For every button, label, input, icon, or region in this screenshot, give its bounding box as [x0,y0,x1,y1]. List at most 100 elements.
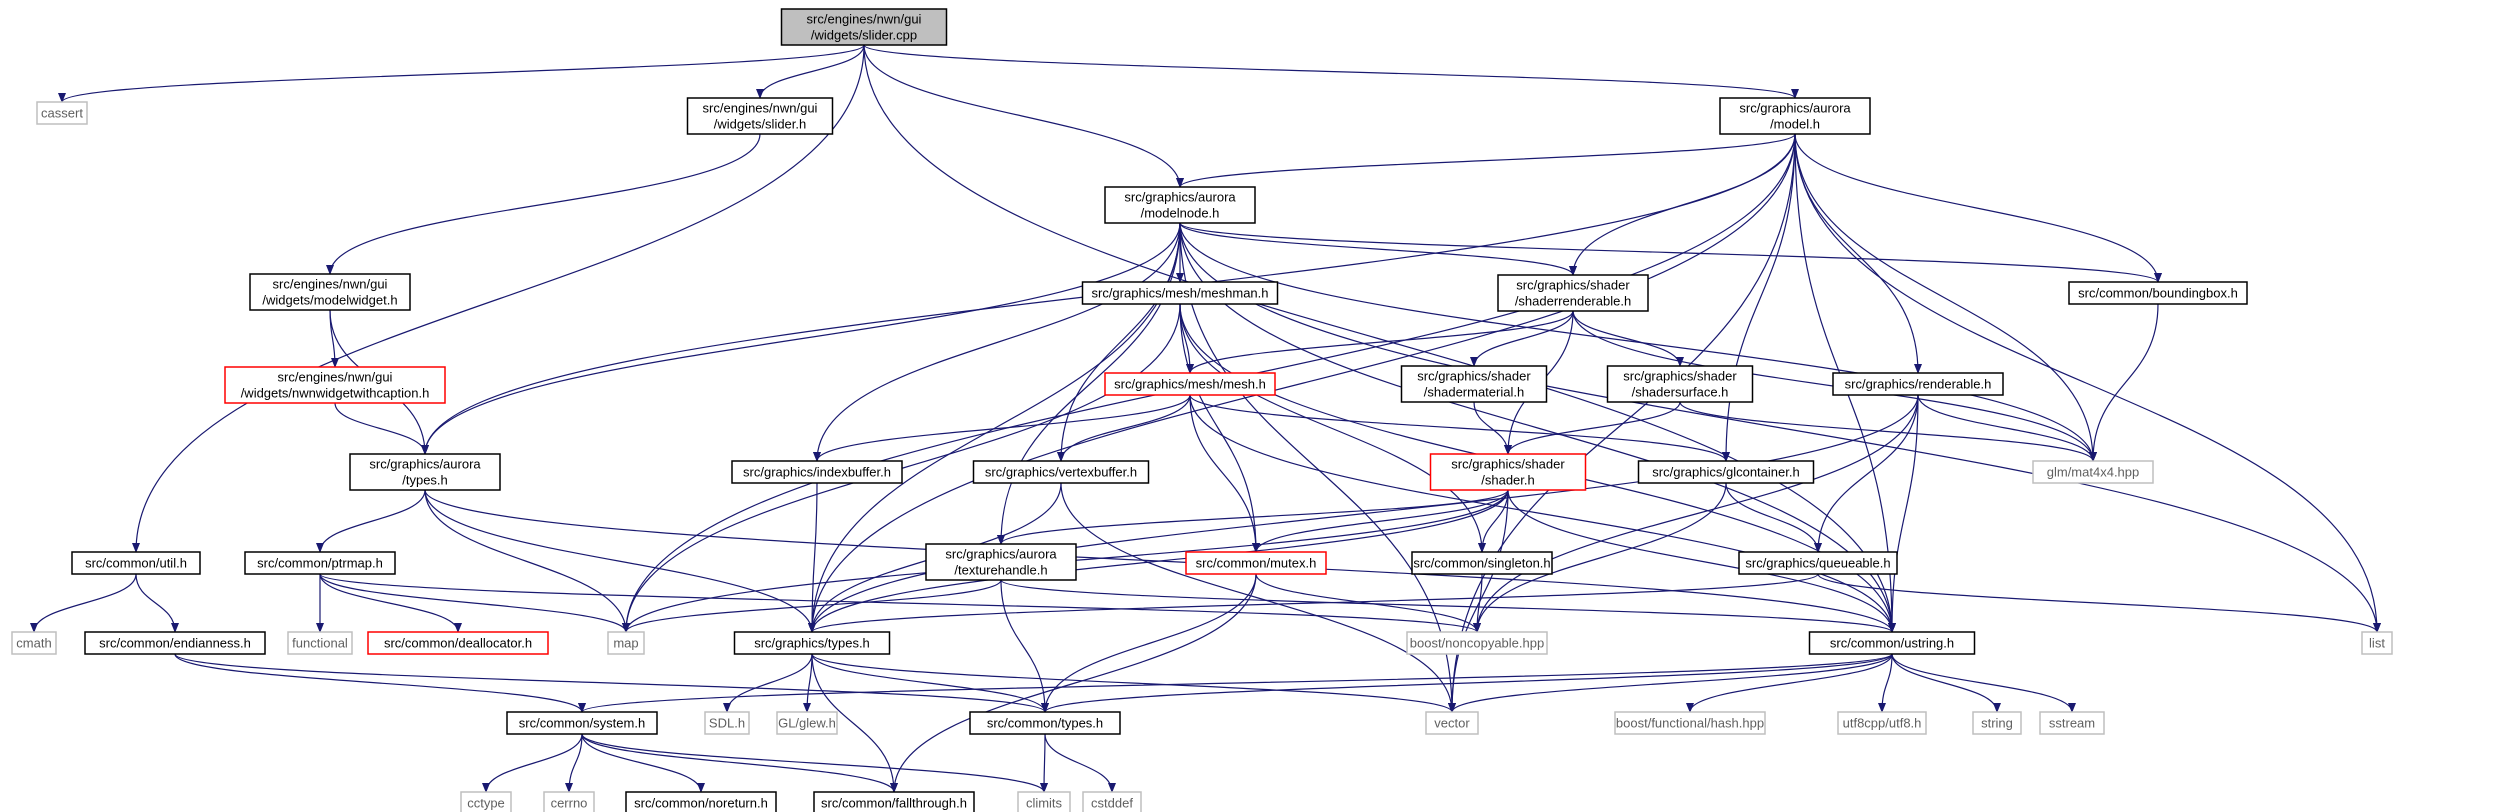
node-box [2032,460,2154,484]
edge-modelnode_h-to-glm_mat4x4 [1179,222,2097,462]
node-modelnode_h[interactable]: src/graphics/aurora/modelnode.h [1104,186,1256,224]
node-box [733,631,891,655]
edge-system_h-to-cerrno [565,733,583,793]
node-renderable_h[interactable]: src/graphics/renderable.h [1832,372,2004,396]
node-label-line: /shadermaterial.h [1424,385,1524,400]
edge-meshman_h-to-mutex_h [1179,303,1260,553]
node-vector: vector [1425,711,1479,735]
node-box [367,631,549,655]
edge-aurora_types_h-to-ustring_h [424,489,1896,633]
node-slider_cpp[interactable]: src/engines/nwn/gui/widgets/slider.cpp [780,8,948,46]
node-fallthrough_h[interactable]: src/common/fallthrough.h [813,791,975,812]
edge-graphics_types_h-to-vector [811,653,1456,713]
edge-modelnode_h-to-aurora_types_h [421,222,1181,455]
node-mesh_h[interactable]: src/graphics/mesh/mesh.h [1104,372,1276,396]
node-shaderrenderable_h[interactable]: src/graphics/shader/shaderrenderable.h [1497,274,1649,312]
node-label-line: src/common/singleton.h [1413,556,1550,571]
node-label-line: cmath [16,636,51,651]
node-label-line: GL/glew.h [778,716,836,731]
edge-shader_h-to-mutex_h [1252,489,1509,553]
node-label-line: utf8cpp/utf8.h [1843,716,1922,731]
node-label-line: src/graphics/aurora [1124,190,1236,205]
edge-ptrmap_h-to-boost_noncopyable [319,573,1481,633]
edge-modelnode_h-to-shaderrenderable_h [1179,222,1577,276]
node-nwnwidgetwithcaption_h[interactable]: src/engines/nwn/gui/widgets/nwnwidgetwit… [224,366,446,404]
node-slider_h[interactable]: src/engines/nwn/gui/widgets/slider.h [686,97,834,135]
edge-boundingbox_h-to-glm_mat4x4 [2089,303,2159,462]
node-texturehandle_h[interactable]: src/graphics/aurora/texturehandle.h [925,543,1077,581]
node-label-line: /widgets/slider.cpp [811,28,917,43]
node-label-line: src/graphics/shader [1623,369,1737,384]
node-glcontainer_h[interactable]: src/graphics/glcontainer.h [1637,460,1815,484]
node-label-line: /model.h [1770,117,1820,132]
node-label-line: src/engines/nwn/gui [278,370,393,385]
node-queueable_h[interactable]: src/graphics/queueable.h [1738,551,1898,575]
node-noreturn_h[interactable]: src/common/noreturn.h [625,791,777,812]
node-modelwidget_h[interactable]: src/engines/nwn/gui/widgets/modelwidget.… [249,273,411,311]
node-label-line: list [2369,636,2385,651]
edge-mesh_h-to-mutex_h [1189,394,1260,553]
node-box [969,711,1121,735]
node-shadersurface_h[interactable]: src/graphics/shader/shadersurface.h [1606,365,1754,403]
node-ustring_h[interactable]: src/common/ustring.h [1808,631,1976,655]
node-label-line: src/common/mutex.h [1196,556,1317,571]
node-label-line: /types.h [402,473,448,488]
node-cassert: cassert [36,101,88,125]
node-label-line: /widgets/modelwidget.h [262,293,397,308]
node-sstream: sstream [2039,711,2105,735]
node-util_h[interactable]: src/common/util.h [71,551,201,575]
node-cstddef: cstddef [1082,791,1142,812]
node-ptrmap_h[interactable]: src/common/ptrmap.h [244,551,396,575]
node-box [1719,97,1871,135]
node-box [244,551,396,575]
node-endianness_h[interactable]: src/common/endianness.h [84,631,266,655]
node-label-line: src/engines/nwn/gui [273,277,388,292]
edge-renderable_h-to-ustring_h [1888,394,1919,633]
node-box [1411,551,1553,575]
node-vertexbuffer_h[interactable]: src/graphics/vertexbuffer.h [972,460,1150,484]
node-label-line: src/common/system.h [519,716,645,731]
node-box [607,631,645,655]
node-label-line: src/common/deallocator.h [384,636,532,651]
node-climits: climits [1017,791,1071,812]
edge-slider_cpp-to-slider_h [756,44,865,99]
node-shadermaterial_h[interactable]: src/graphics/shader/shadermaterial.h [1400,365,1548,403]
edge-texturehandle_h-to-ustring_h [1000,579,1896,633]
edge-ustring_h-to-system_h [578,653,1893,713]
node-deallocator_h[interactable]: src/common/deallocator.h [367,631,549,655]
node-label-line: cstddef [1091,796,1133,811]
node-label-line: /shader.h [1481,473,1535,488]
node-label-line: /shadersurface.h [1632,385,1729,400]
node-glm_mat4x4: glm/mat4x4.hpp [2032,460,2154,484]
node-model_h[interactable]: src/graphics/aurora/model.h [1719,97,1871,135]
node-label-line: src/common/endianness.h [99,636,251,651]
node-list: list [2361,631,2393,655]
node-box [1614,711,1766,735]
node-label-line: src/engines/nwn/gui [703,101,818,116]
node-singleton_h[interactable]: src/common/singleton.h [1411,551,1553,575]
node-system_h[interactable]: src/common/system.h [506,711,658,735]
node-meshman_h[interactable]: src/graphics/mesh/meshman.h [1081,281,1279,305]
node-box [1497,274,1649,312]
edge-system_h-to-cctype [482,733,583,793]
node-box [1606,365,1754,403]
node-boundingbox_h[interactable]: src/common/boundingbox.h [2068,281,2248,305]
edge-model_h-to-boundingbox_h [1794,133,2162,283]
node-label-line: src/graphics/glcontainer.h [1652,465,1799,480]
node-aurora_types_h[interactable]: src/graphics/aurora/types.h [349,453,501,491]
node-box [1425,711,1479,735]
node-mutex_h[interactable]: src/common/mutex.h [1185,551,1327,575]
node-label-line: sstream [2049,716,2095,731]
node-box [506,711,658,735]
node-box [1400,365,1548,403]
node-indexbuffer_h[interactable]: src/graphics/indexbuffer.h [731,460,903,484]
node-graphics_types_h[interactable]: src/graphics/types.h [733,631,891,655]
node-shader_h[interactable]: src/graphics/shader/shader.h [1429,453,1587,491]
node-label-line: /texturehandle.h [954,563,1047,578]
edge-system_h-to-climits [581,733,1048,793]
edge-ustring_h-to-common_types_h [1041,653,1893,713]
node-box [249,273,411,311]
node-common_types_h[interactable]: src/common/types.h [969,711,1121,735]
edge-slider_cpp-to-modelnode_h [863,44,1184,188]
edge-model_h-to-graphics_types_h [808,133,1796,633]
